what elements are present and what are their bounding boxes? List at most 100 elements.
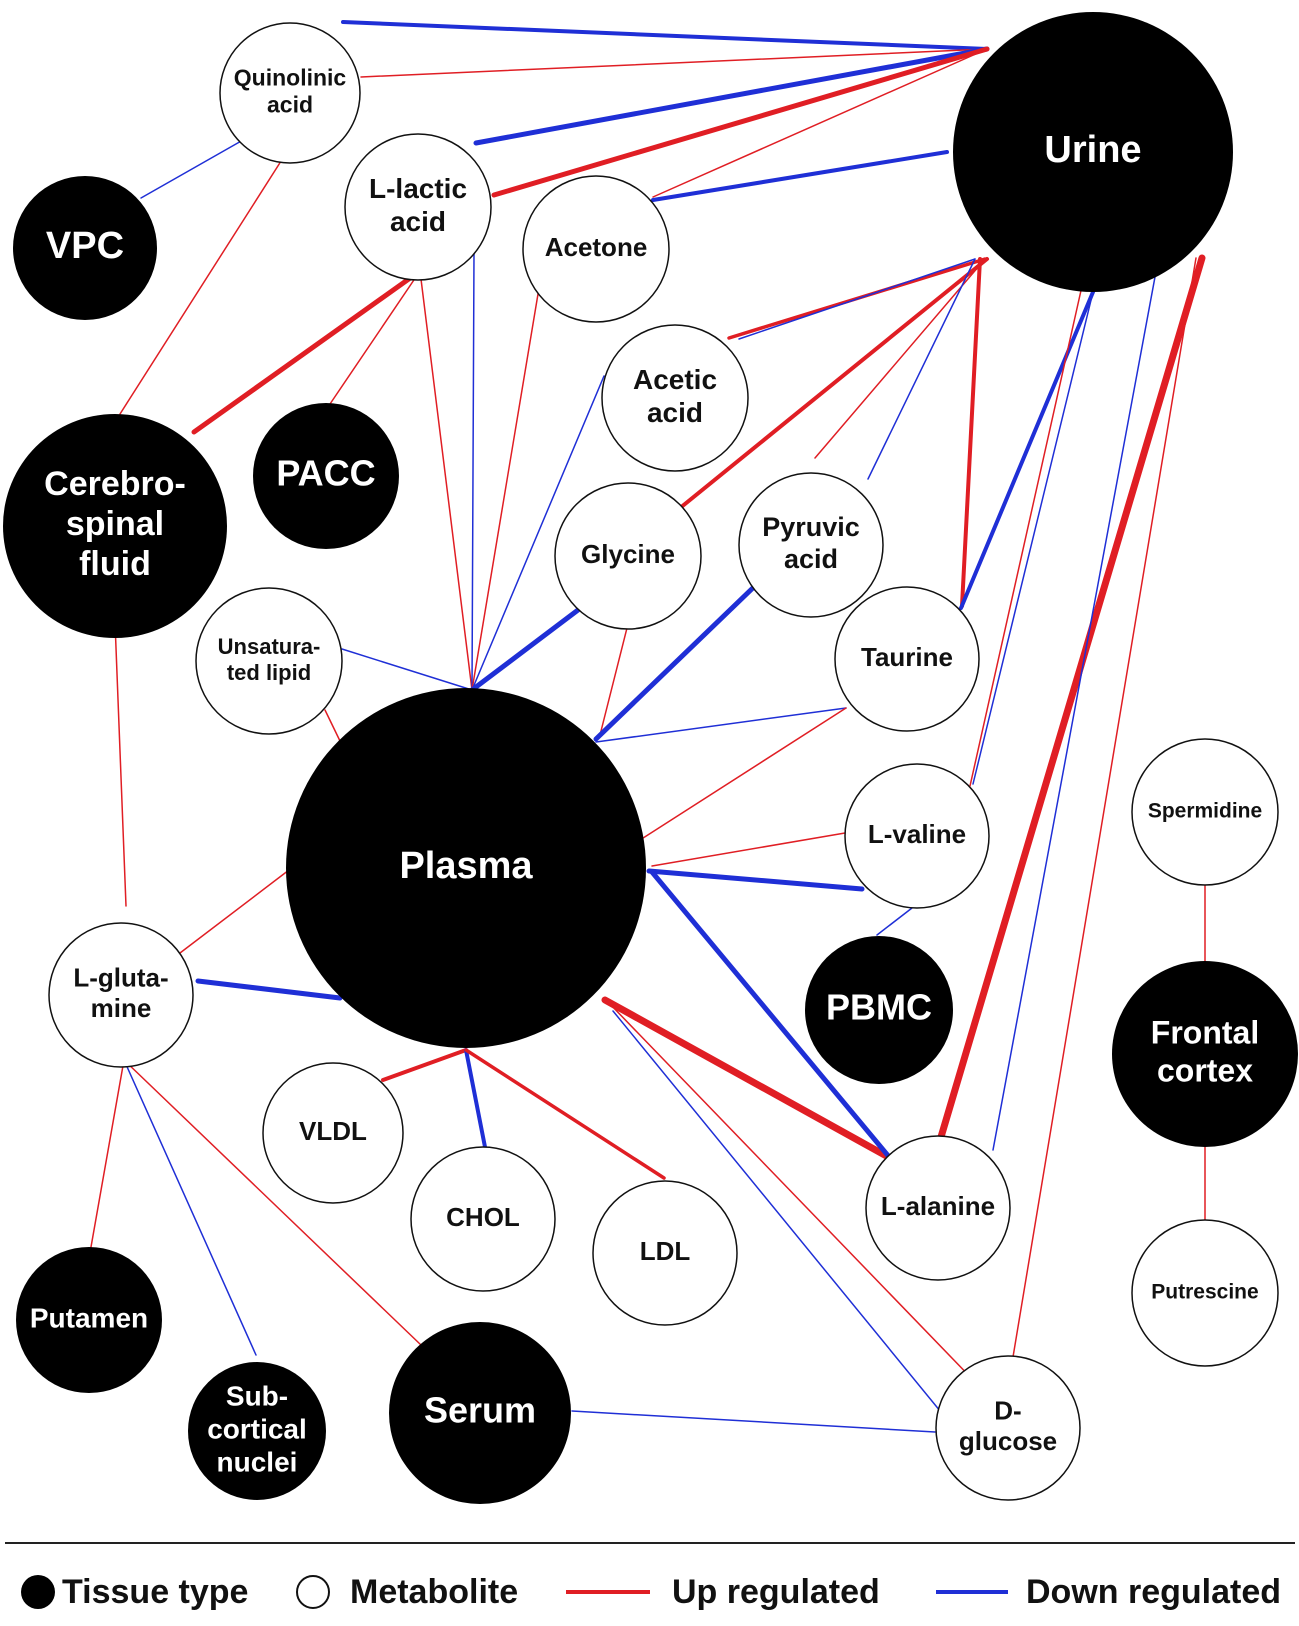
node-vldl-label-0: VLDL bbox=[299, 1116, 367, 1146]
node-plasma: Plasma bbox=[286, 688, 646, 1048]
node-serum: Serum bbox=[389, 1322, 571, 1504]
edge-glutamine-plasma-down bbox=[195, 978, 343, 1001]
node-quin-circle bbox=[219, 22, 361, 164]
node-glucose-label-1: glucose bbox=[959, 1426, 1057, 1456]
edge-glutamine-putamen-up bbox=[90, 1059, 125, 1248]
node-pbmc-label-0: PBMC bbox=[826, 987, 932, 1028]
edge-valine-urine-up bbox=[969, 285, 1083, 787]
node-subcort-circle bbox=[188, 1362, 326, 1500]
edge-taurine-urine-down bbox=[959, 290, 1095, 610]
legend-up-label: Up regulated bbox=[672, 1573, 880, 1611]
node-lactic-label-0: L-lactic bbox=[369, 173, 467, 204]
edge-taurine-plasma-up bbox=[639, 707, 847, 841]
node-plasma-circle bbox=[286, 688, 646, 1048]
edge-glucose-urine-up bbox=[1012, 257, 1197, 1358]
node-csf-label-2: fluid bbox=[79, 545, 151, 583]
legend-down-label: Down regulated bbox=[1026, 1573, 1281, 1611]
edge-pyruvic-urine-down bbox=[867, 258, 976, 480]
node-acetic-label-0: Acetic bbox=[633, 364, 717, 395]
edge-glucose-plasma-down bbox=[612, 1010, 955, 1429]
node-lactic-label-1: acid bbox=[390, 206, 446, 237]
edge-unsat-plasma-down bbox=[341, 648, 473, 691]
node-quin-label-0: Quinolinic bbox=[234, 65, 347, 91]
legend-metabolite-label: Metabolite bbox=[350, 1573, 518, 1611]
edge-alanine-urine-down bbox=[992, 249, 1161, 1151]
node-vldl-circle bbox=[262, 1062, 404, 1204]
node-pacc-label-0: PACC bbox=[276, 453, 375, 494]
node-urine: Urine bbox=[953, 12, 1233, 292]
edge-unsat-plasma-up bbox=[324, 709, 341, 742]
edge-lactic-plasma-down bbox=[471, 251, 475, 691]
edge-valine-pbmc-down bbox=[876, 907, 913, 936]
node-unsat: Unsatura-ted lipid bbox=[195, 587, 343, 735]
node-putrescine-circle bbox=[1131, 1219, 1279, 1367]
node-acetone-circle bbox=[522, 175, 670, 323]
node-glutamine-label-1: mine bbox=[91, 993, 152, 1023]
edge-alanine-urine-up bbox=[937, 254, 1206, 1141]
edge-lactic-plasma-up bbox=[419, 270, 473, 691]
node-taurine: Taurine bbox=[834, 586, 980, 732]
node-acetic-label-1: acid bbox=[647, 397, 703, 428]
legend: Tissue type Metabolite Up regulated Down… bbox=[21, 1573, 1281, 1611]
node-taurine-circle bbox=[834, 586, 980, 732]
edge-valine-urine-down bbox=[972, 291, 1094, 785]
node-glucose: D-glucose bbox=[935, 1355, 1081, 1501]
node-glutamine-circle bbox=[48, 922, 194, 1068]
node-alanine-circle bbox=[865, 1135, 1011, 1281]
node-urine-circle bbox=[953, 12, 1233, 292]
node-pacc: PACC bbox=[253, 403, 399, 549]
edge-acetone-urine-down bbox=[651, 150, 949, 202]
node-spermidine-label-0: Spermidine bbox=[1148, 800, 1262, 823]
node-putamen-label-0: Putamen bbox=[30, 1302, 148, 1333]
node-pyruvic-label-0: Pyruvic bbox=[762, 512, 860, 542]
node-urine-label-0: Urine bbox=[1044, 129, 1141, 171]
node-pacc-circle bbox=[253, 403, 399, 549]
node-vpc-label-0: VPC bbox=[46, 225, 124, 267]
edge-lactic-urine-down bbox=[473, 46, 990, 146]
edge-taurine-plasma-down bbox=[595, 707, 847, 743]
node-pbmc-circle bbox=[805, 936, 953, 1084]
node-valine-label-0: L-valine bbox=[868, 819, 966, 849]
edge-glycine-urine-up bbox=[678, 257, 989, 510]
edge-pyruvic-urine-up bbox=[814, 258, 986, 459]
node-ldl-label-0: LDL bbox=[640, 1236, 691, 1266]
node-subcort-label-2: nuclei bbox=[217, 1446, 298, 1477]
node-putamen-circle bbox=[16, 1247, 162, 1393]
node-unsat-circle bbox=[195, 587, 343, 735]
node-unsat-label-1: ted lipid bbox=[227, 660, 311, 685]
node-glucose-label-0: D- bbox=[994, 1396, 1021, 1426]
node-subcort-label-1: cortical bbox=[207, 1413, 307, 1444]
edge-glutamine-subcort-down bbox=[123, 1059, 257, 1356]
node-taurine-label-0: Taurine bbox=[861, 642, 953, 672]
edge-taurine-urine-up bbox=[960, 257, 982, 608]
edge-acetone-plasma-up bbox=[471, 281, 541, 691]
node-vpc-circle bbox=[13, 176, 157, 320]
node-serum-circle bbox=[389, 1322, 571, 1504]
edge-ldl-plasma-up bbox=[464, 1048, 666, 1180]
node-alanine-label-0: L-alanine bbox=[881, 1191, 995, 1221]
edge-acetic-urine-down bbox=[738, 258, 976, 340]
node-serum-label-0: Serum bbox=[424, 1390, 536, 1431]
node-ldl: LDL bbox=[592, 1180, 738, 1326]
node-glutamine: L-gluta-mine bbox=[48, 922, 194, 1068]
edge-quin-vpc-down bbox=[140, 139, 244, 199]
edge-quin-urine-up bbox=[360, 48, 988, 78]
edge-quin-csf-up bbox=[119, 157, 284, 415]
edge-quin-urine-down bbox=[341, 20, 989, 51]
node-pyruvic-circle bbox=[738, 472, 884, 618]
node-acetone: Acetone bbox=[522, 175, 670, 323]
edge-valine-plasma-up bbox=[651, 832, 846, 867]
edge-alanine-plasma-down bbox=[649, 869, 893, 1161]
edge-glycine-plasma-up bbox=[599, 623, 629, 736]
node-csf-label-0: Cerebro- bbox=[44, 465, 186, 503]
node-chol: CHOL bbox=[410, 1146, 556, 1292]
node-alanine: L-alanine bbox=[865, 1135, 1011, 1281]
edge-glutamine-serum-up bbox=[123, 1059, 422, 1346]
node-valine-circle bbox=[844, 763, 990, 909]
